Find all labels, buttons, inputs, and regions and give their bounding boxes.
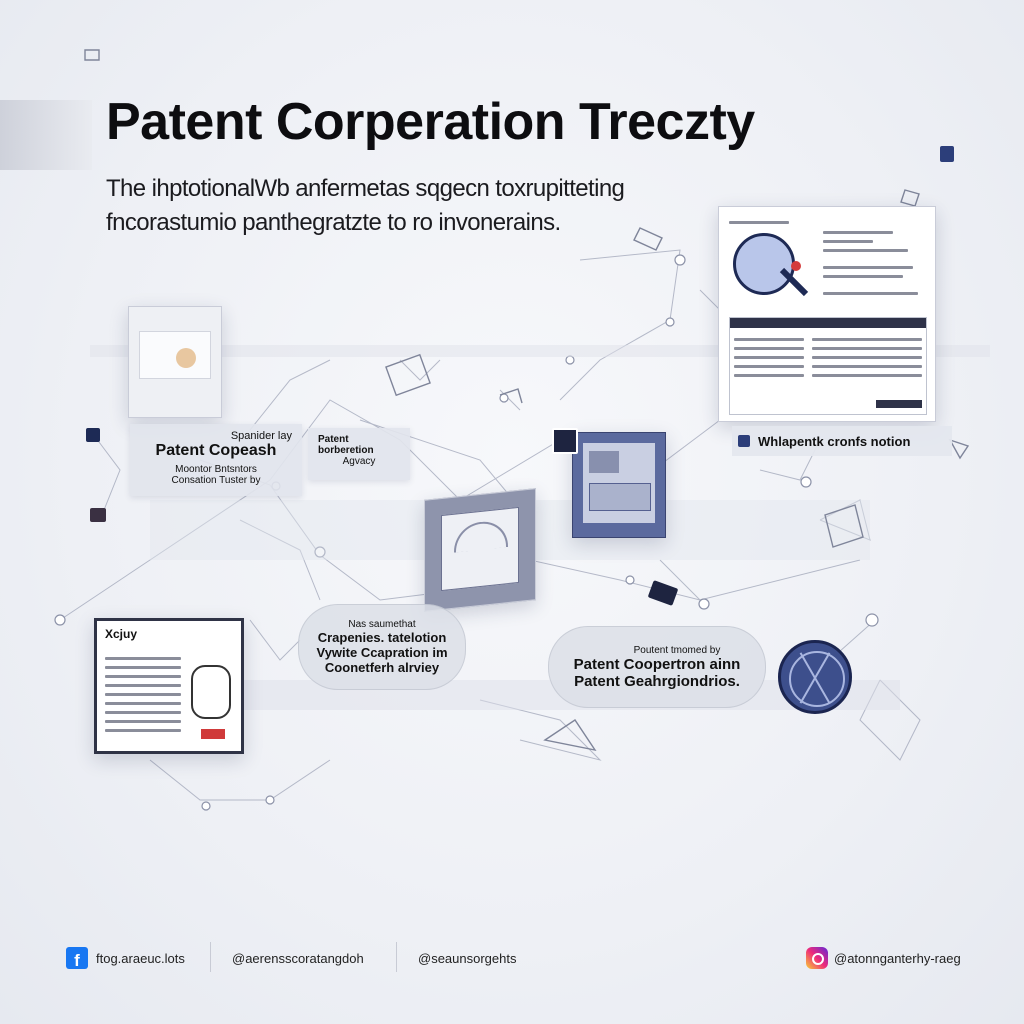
globe-icon (778, 640, 852, 714)
document-thumbnail[interactable] (128, 306, 222, 418)
facebook-icon: f (66, 947, 88, 969)
left-tag-line-3: Moontor Bntsntors (175, 464, 257, 475)
center-info-bubble[interactable]: Nas saumethat Crapenies. tatelotion Vywi… (298, 604, 466, 690)
bubble-center-line-1: Nas saumethat (348, 619, 416, 630)
left-tag-line-1: Spanider lay (230, 430, 292, 442)
right-card-caption-bar: Whlapentk cronfs notion (732, 426, 952, 456)
page-title: Patent Corperation Treczty (106, 93, 755, 151)
header-accent-band (0, 100, 92, 170)
center-tag-line-3: Agvacy (342, 456, 376, 467)
left-tag-line-2: Patent Copeash (155, 442, 277, 459)
footer-handle-2[interactable]: @aerensscoratangdoh (232, 944, 364, 972)
center-window-panel[interactable] (424, 488, 536, 612)
footer-divider (210, 942, 211, 972)
gauge-icon (454, 519, 508, 553)
footer-item-2: @aerensscoratangdoh (232, 950, 364, 966)
bubble-center-line-4: Coonetferh alrviey (324, 660, 440, 675)
footer-divider (396, 942, 397, 972)
center-info-tag[interactable]: Patent borberetion Agvacy (308, 428, 410, 480)
app-icon (90, 508, 106, 522)
right-card-caption: Whlapentk cronfs notion (758, 433, 911, 449)
center-tag-line-2: borberetion (318, 445, 374, 456)
right-info-bubble[interactable]: Poutent tmomed by Patent Coopertron ainn… (548, 626, 766, 708)
bubble-right-line-3: Patent Geahrgiondrios. (574, 672, 740, 690)
monitor-window[interactable] (572, 432, 666, 538)
instagram-icon (806, 947, 828, 969)
bubble-right-line-1: Poutent tmomed by (633, 644, 721, 656)
magnifier-icon (733, 233, 795, 295)
bottom-left-doc-heading: Xcjuy (105, 627, 138, 641)
left-tag-line-4: Consation Tuster by (171, 475, 261, 486)
pie-chart-icon (176, 348, 196, 368)
footer-item-3: @seaunsorgehts (418, 950, 517, 966)
app-icon (86, 428, 100, 442)
bubble-center-line-3: Vywite Ccapration im (316, 645, 448, 660)
center-tag-line-1: Patent (318, 434, 349, 445)
card-action-button[interactable] (876, 400, 922, 408)
footer-item-4: @atonnganterhy-raeg (834, 950, 961, 966)
footer-handle-3[interactable]: @seaunsorgehts (418, 944, 516, 972)
left-info-tag[interactable]: Spanider lay Patent Copeash Moontor Bnts… (130, 424, 302, 496)
caption-icon (738, 435, 750, 447)
subtitle-line-2: fncorastumio panthegratzte to ro invoner… (106, 209, 561, 236)
patent-document-card[interactable] (718, 206, 936, 422)
bottom-left-document[interactable]: Xcjuy (94, 618, 244, 754)
page-subtitle: The ihptotionalWb anfermetas sqgecn toxr… (106, 172, 626, 240)
app-icon (940, 146, 954, 162)
footer-facebook[interactable]: f ftog.araeuc.lots (66, 944, 185, 972)
subtitle-line-1: The ihptotionalWb anfermetas sqgecn toxr… (106, 175, 625, 202)
bubble-center-line-2: Crapenies. tatelotion (317, 630, 447, 645)
footer-instagram[interactable]: @atonnganterhy-raeg (806, 944, 961, 972)
footer-item-1: ftog.araeuc.lots (96, 950, 185, 966)
bubble-right-line-2: Patent Coopertron ainn (573, 655, 741, 673)
cursor-icon (552, 428, 578, 454)
mechanism-illustration-icon (191, 665, 231, 719)
